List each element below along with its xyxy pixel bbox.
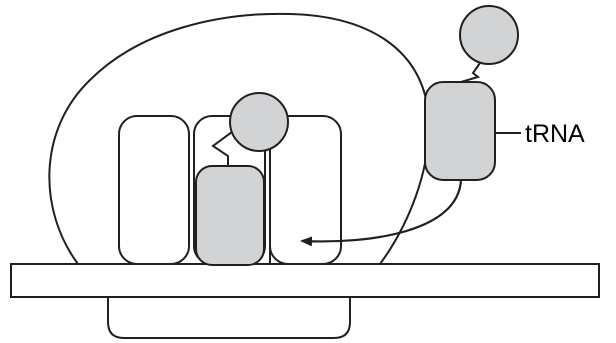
trna-label: tRNA — [525, 120, 585, 148]
small-ribosomal-subunit — [107, 296, 351, 339]
bound-trna-linker — [211, 125, 241, 166]
bound-trna-body — [195, 165, 265, 266]
e-site-slot — [118, 115, 190, 265]
entry-arrow — [300, 179, 463, 247]
mrna-strand — [10, 263, 600, 298]
bound-amino-acid — [229, 92, 289, 152]
incoming-trna-body — [424, 81, 496, 181]
incoming-amino-acid — [459, 5, 519, 65]
incoming-trna-linker — [460, 62, 481, 83]
